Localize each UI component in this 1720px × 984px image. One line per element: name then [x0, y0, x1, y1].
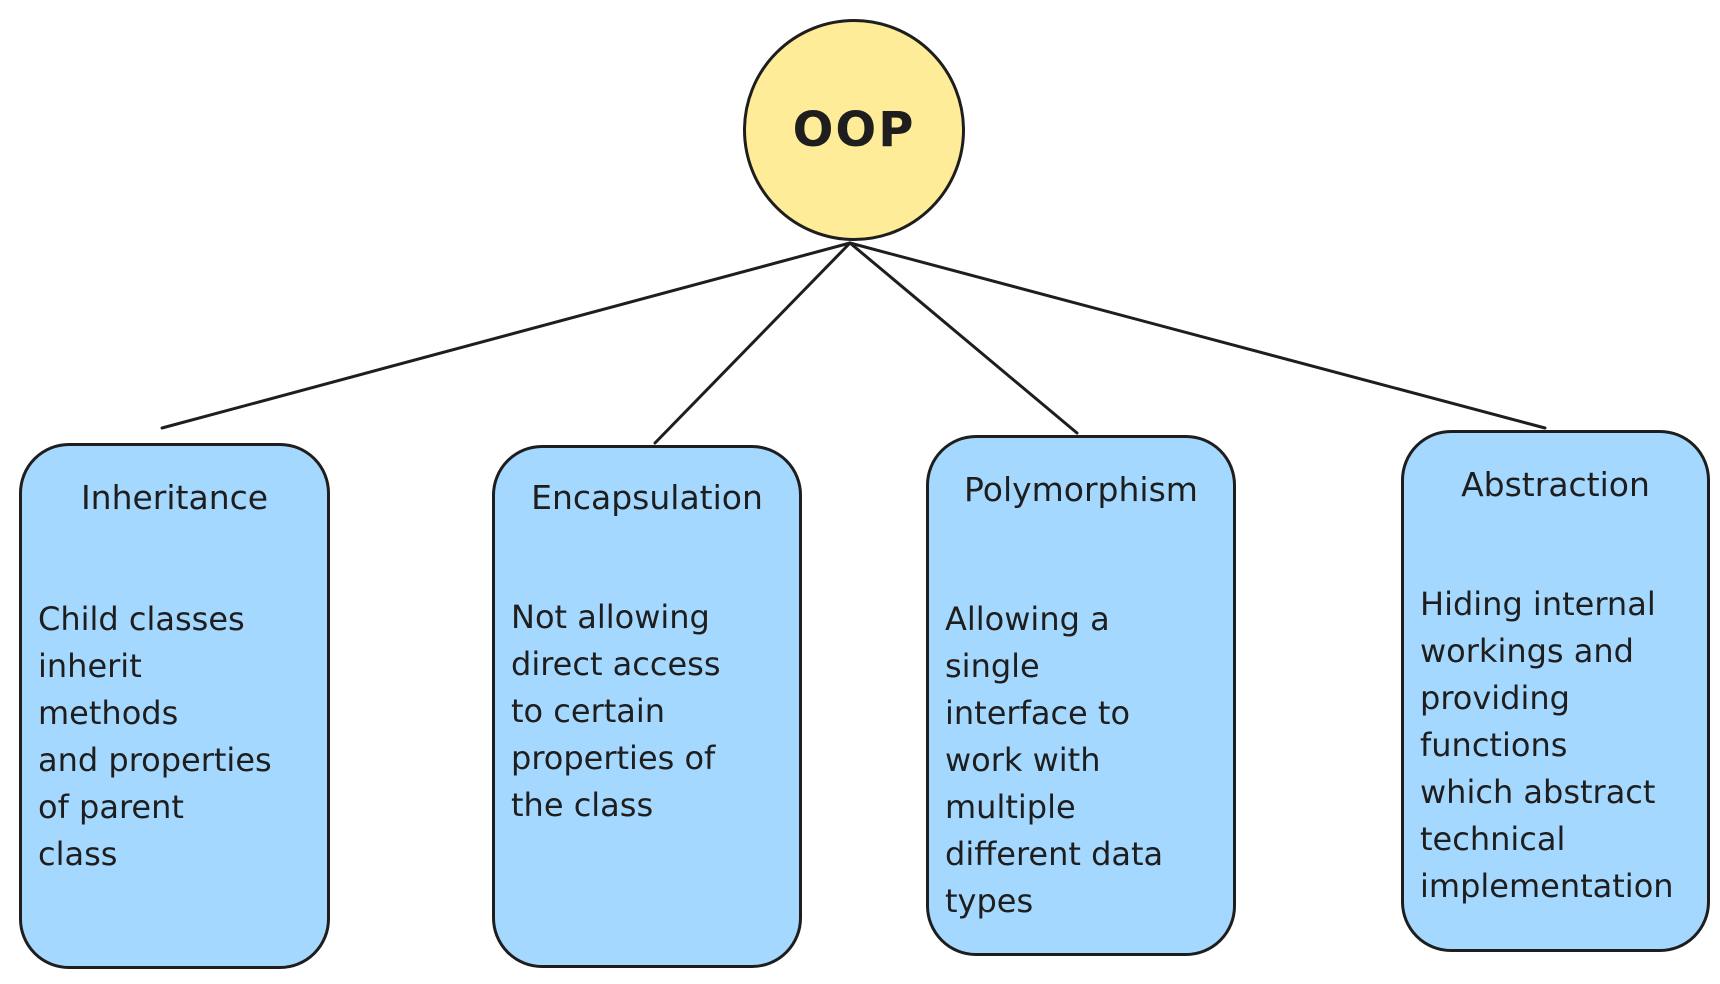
- card-body-encapsulation: Not allowing direct access to certain pr…: [511, 598, 721, 824]
- connector-abstraction: [848, 241, 1547, 430]
- card-title-abstraction: Abstraction: [1461, 465, 1650, 504]
- root-node-oop: OOP: [743, 19, 965, 241]
- card-title-inheritance: Inheritance: [80, 478, 269, 517]
- card-encapsulation: Encapsulation Not allowing direct access…: [492, 445, 802, 968]
- card-body-abstraction: Hiding internal workings and providing f…: [1420, 585, 1674, 905]
- card-body-polymorphism: Allowing a single interface to work with…: [945, 600, 1164, 920]
- card-abstraction: Abstraction Hiding internal workings and…: [1401, 430, 1710, 952]
- connector-encapsulation: [653, 241, 852, 445]
- card-inheritance: Inheritance Child classes inherit method…: [19, 443, 330, 969]
- card-body-inheritance: Child classes inherit methods and proper…: [38, 600, 272, 873]
- card-title-polymorphism: Polymorphism: [964, 470, 1198, 509]
- root-node-label: OOP: [792, 102, 916, 158]
- connector-polymorphism: [848, 241, 1079, 435]
- card-title-encapsulation: Encapsulation: [531, 478, 763, 517]
- card-polymorphism: Polymorphism Allowing a single interface…: [926, 435, 1236, 956]
- connector-inheritance: [160, 241, 852, 430]
